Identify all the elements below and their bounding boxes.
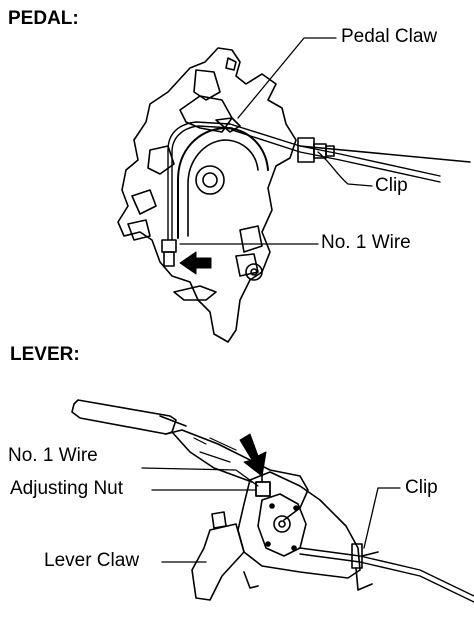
pedal-no1-wire-label: No. 1 Wire <box>321 232 411 253</box>
pedal-claw-label: Pedal Claw <box>341 26 438 47</box>
lever-arrow <box>239 433 267 477</box>
pedal-arrow <box>179 251 212 275</box>
pedal-assembly-illustration <box>117 47 471 343</box>
lever-wire-leader <box>141 467 259 487</box>
lever-assembly-illustration <box>71 399 474 603</box>
pedal-clip-leader <box>317 151 373 187</box>
pedal-heading: PEDAL: <box>8 8 79 29</box>
adjusting-nut-label: Adjusting Nut <box>10 478 124 499</box>
lever-clip-leader <box>363 487 401 549</box>
pedal-claw-leader <box>237 37 337 119</box>
lever-no1-wire-label: No. 1 Wire <box>8 445 98 466</box>
pedal-clip-label: Clip <box>375 175 408 196</box>
lever-claw-label: Lever Claw <box>44 550 140 571</box>
lever-heading: LEVER: <box>10 344 80 365</box>
lever-clip-label: Clip <box>405 477 438 498</box>
